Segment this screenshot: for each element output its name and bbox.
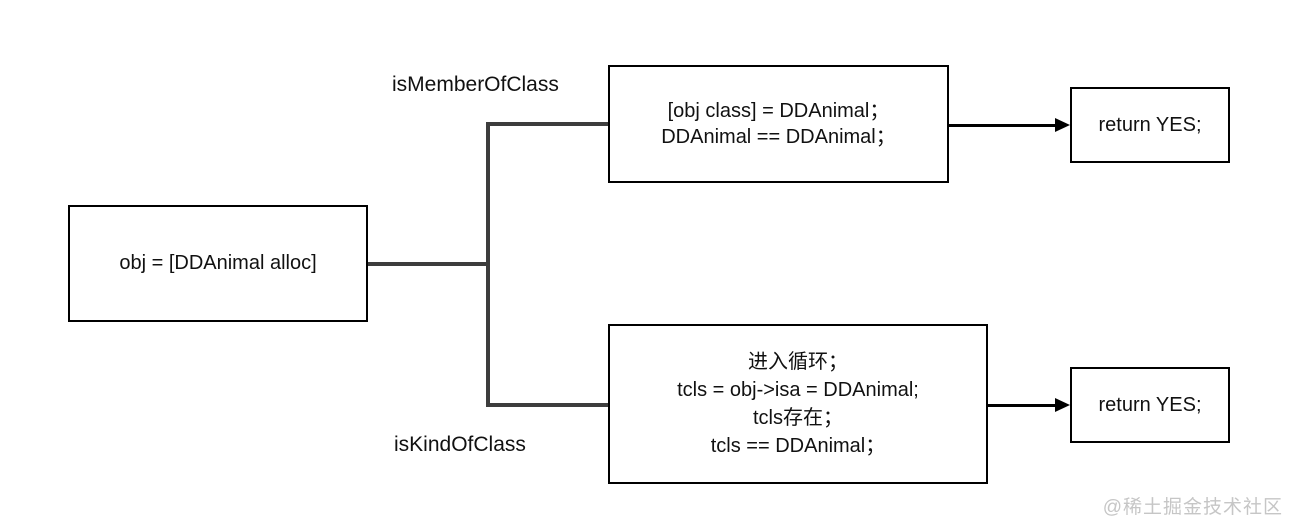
node-member-result-box: return YES; (1070, 87, 1230, 163)
arrowhead-kind-to-result-icon (1055, 398, 1070, 412)
node-kind-check-line: tcls = obj->isa = DDAnimal; (677, 379, 919, 401)
arrowhead-member-to-result-icon (1055, 118, 1070, 132)
node-kind-check-line: 进入循环； (748, 351, 848, 373)
node-kind-check-box: 进入循环； tcls = obj->isa = DDAnimal; tcls存在… (608, 324, 988, 484)
arrow-kind-to-result-line (988, 404, 1059, 407)
watermark-juejin-community: @稀土掘金技术社区 (1102, 497, 1283, 518)
node-kind-check-line: tcls == DDAnimal； (710, 435, 886, 457)
connector-branch-vertical (486, 122, 490, 407)
connector-branch-to-kind (488, 403, 608, 407)
node-member-check-line: [obj class] = DDAnimal； (667, 100, 890, 122)
connector-branch-to-member (488, 122, 608, 126)
node-member-result-text: return YES; (1098, 113, 1202, 136)
node-start-text: obj = [DDAnimal alloc] (119, 252, 317, 274)
node-start-box: obj = [DDAnimal alloc] (68, 205, 368, 322)
arrow-member-to-result-line (949, 124, 1059, 127)
node-kind-result-box: return YES; (1070, 367, 1230, 443)
branch-label-iskindofclass: isKindOfClass (394, 433, 526, 456)
node-kind-check-line: tcls存在； (753, 407, 843, 429)
connector-start-to-branch (368, 262, 488, 266)
node-kind-result-text: return YES; (1098, 393, 1202, 416)
node-member-check-box: [obj class] = DDAnimal； DDAnimal == DDAn… (608, 65, 949, 183)
branch-label-ismemberofclass: isMemberOfClass (392, 73, 559, 96)
node-member-check-line: DDAnimal == DDAnimal； (661, 126, 896, 148)
